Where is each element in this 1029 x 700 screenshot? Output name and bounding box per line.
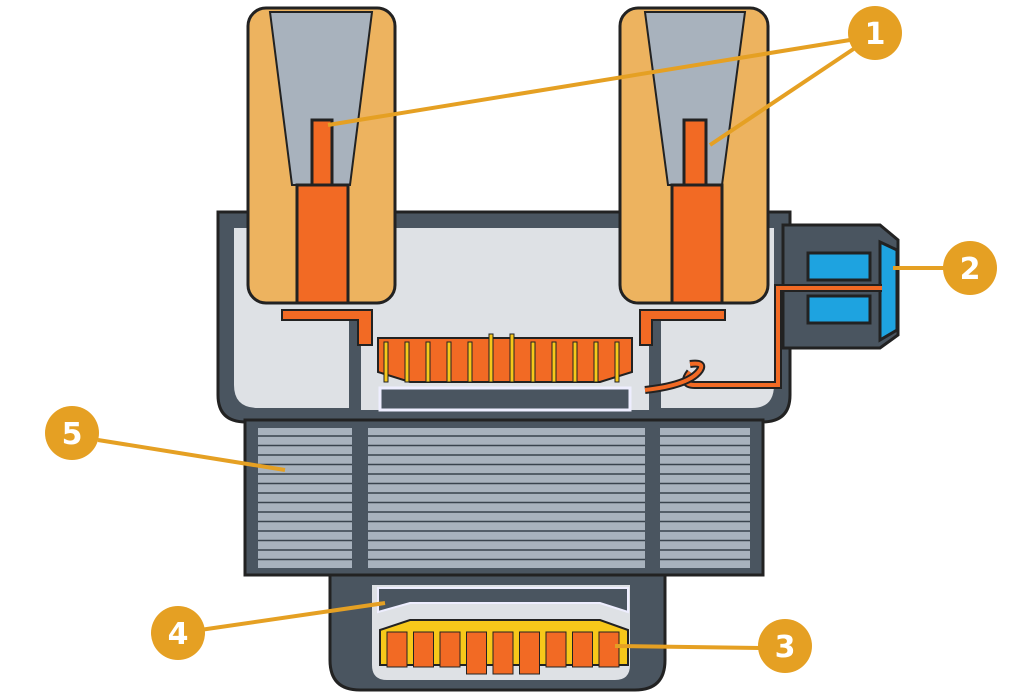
secondary-coil (379, 619, 629, 675)
primary-coil (377, 333, 633, 412)
svg-text:3: 3 (775, 630, 796, 665)
coil-fin (467, 341, 473, 383)
coil-winding (545, 631, 567, 668)
callout-2: 2 (943, 241, 997, 295)
coil-winding (466, 631, 487, 675)
coil-fin (425, 341, 431, 383)
callout-4: 4 (151, 606, 205, 660)
ignition-tower-right (618, 6, 770, 346)
iron-core (243, 418, 765, 577)
svg-text:5: 5 (62, 417, 83, 452)
coil-fin (404, 341, 410, 383)
coil-winding (439, 631, 461, 668)
coil-fin (509, 333, 515, 383)
coil-winding (413, 631, 434, 668)
svg-text:4: 4 (168, 617, 189, 652)
coil-winding (386, 631, 408, 668)
coil-winding (572, 631, 593, 668)
svg-text:2: 2 (960, 252, 981, 287)
coil-fin (488, 333, 494, 383)
coil-fin (593, 341, 599, 383)
coil-winding (519, 631, 540, 675)
connector-2 (644, 223, 900, 394)
coil-fin (383, 341, 389, 383)
svg-text:1: 1 (865, 17, 886, 52)
callout-1: 1 (848, 6, 902, 60)
coil-winding (598, 631, 620, 668)
ignition-tower-left (246, 6, 397, 346)
coil-fin (530, 341, 536, 383)
coil-fin (446, 341, 452, 383)
callout-3: 3 (758, 619, 812, 673)
coil-winding (492, 631, 514, 675)
leader-lines (97, 38, 945, 650)
coil-fin (572, 341, 578, 383)
coil-fin (614, 341, 620, 383)
coil-fin (551, 341, 557, 383)
callout-5: 5 (45, 406, 99, 460)
